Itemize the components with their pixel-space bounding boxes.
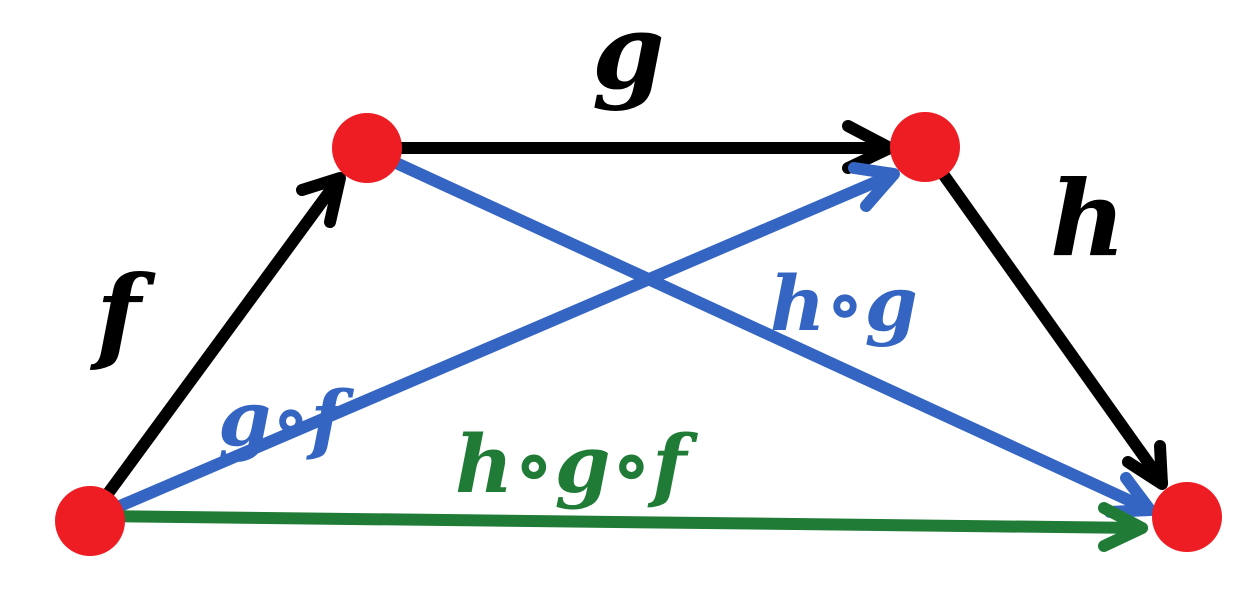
node-second: [332, 113, 402, 183]
label-g-circ-f: g∘f: [218, 374, 355, 463]
label-g: g: [592, 0, 665, 113]
node-start: [55, 486, 125, 556]
label-h-circ-g-circ-f: h∘g∘f: [455, 417, 698, 511]
arrow-g: [362, 120, 896, 174]
label-f: f: [89, 252, 156, 375]
arrow-h: [920, 144, 1168, 490]
node-end: [1152, 482, 1222, 552]
label-h-circ-g: h∘g: [770, 259, 918, 348]
arrow-h-circ-g-circ-f: [86, 502, 1148, 552]
node-third: [890, 112, 960, 182]
arrow-f: [84, 172, 346, 524]
label-h: h: [1050, 157, 1126, 280]
arrow-h-circ-g: [362, 144, 1156, 518]
arrow-g-circ-f: [86, 162, 900, 524]
